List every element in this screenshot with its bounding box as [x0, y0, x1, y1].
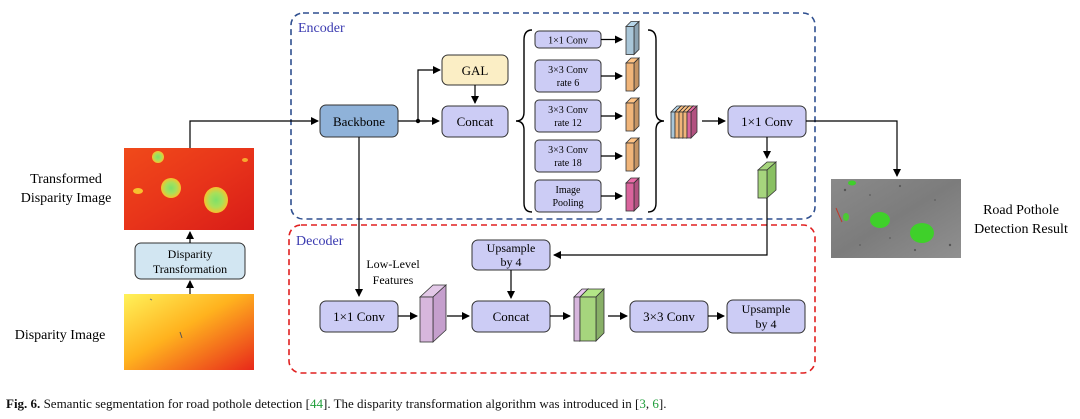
disparity-label: Disparity Image — [15, 328, 106, 343]
output-upsample-box — [726, 299, 806, 334]
encoder-output-feature — [756, 161, 778, 199]
aspp-branch-3: 3×3 Conv rate 12 — [534, 99, 623, 133]
aspp-feature-4 — [625, 137, 640, 172]
decoder-upsample-line1: Upsample — [487, 241, 536, 255]
road-pothole-result-image — [831, 179, 961, 258]
backbone-label: Backbone — [333, 114, 385, 129]
gal-label: GAL — [462, 63, 489, 78]
aspp-label-1: 1×1 Conv — [548, 36, 588, 47]
result-label-line2: Detection Result — [974, 222, 1068, 237]
caption-ref-1[interactable]: 44 — [309, 396, 323, 411]
caption-fig-label: Fig. 6. — [6, 396, 41, 411]
arrow-image-to-backbone — [189, 117, 319, 148]
caption-ref-3[interactable]: 6 — [652, 396, 659, 411]
transformed-label-line1: Transformed — [30, 172, 102, 187]
aspp-label-3-line1: 3×3 Conv — [548, 105, 588, 116]
aspp-label-2-line1: 3×3 Conv — [548, 65, 588, 76]
result-label-line1: Road Pothole — [983, 203, 1059, 218]
aspp-label-4-line1: 3×3 Conv — [548, 145, 588, 156]
aspp-branch-2: 3×3 Conv rate 6 — [534, 59, 623, 93]
aspp-right-brace — [647, 29, 665, 213]
low-level-feature — [418, 284, 448, 343]
output-upsample-line1: Upsample — [742, 302, 791, 316]
transformed-label-line2: Disparity Image — [21, 191, 112, 206]
arrow-conv-to-result — [806, 120, 901, 177]
aspp-output-features — [670, 105, 698, 139]
decoder-upsample-line2: by 4 — [501, 255, 522, 269]
arrow-to-gal — [417, 66, 441, 121]
figure-caption: Fig. 6. Semantic segmentation for road p… — [6, 396, 1076, 412]
encoder-frame — [290, 12, 816, 220]
aspp-label-2-line2: rate 6 — [557, 78, 580, 89]
output-upsample-line2: by 4 — [756, 317, 777, 331]
aspp-label-5-line2: Pooling — [552, 198, 583, 209]
decoder-conv1x1-label: 1×1 Conv — [333, 309, 385, 324]
aspp-feature-5 — [625, 177, 640, 212]
low-level-line2: Features — [373, 273, 414, 287]
stacked-aspp-layer-5 — [686, 105, 698, 139]
aspp-feature-3 — [625, 97, 640, 132]
caption-text-1: Semantic segmentation for road pothole d… — [40, 396, 310, 411]
stacked-decoder-layer-2 — [579, 288, 605, 342]
arrow-feature-to-upsample — [553, 198, 768, 259]
decoder-concat-label: Concat — [493, 309, 530, 324]
decoder-concat-features — [573, 288, 605, 342]
encoder-concat-label: Concat — [457, 114, 494, 129]
caption-text-3: ]. — [658, 396, 667, 411]
aspp-branch-4: 3×3 Conv rate 18 — [534, 139, 623, 173]
caption-sep: , — [645, 396, 653, 411]
transform-label-line1: Disparity — [168, 247, 213, 261]
caption-ref-2[interactable]: 3 — [639, 396, 646, 411]
aspp-label-5-line1: Image — [556, 185, 582, 196]
caption-text-2: ]. The disparity transformation algorith… — [322, 396, 640, 411]
aspp-left-brace — [515, 29, 533, 213]
decoder-conv3x3-label: 3×3 Conv — [643, 309, 695, 324]
low-level-line1: Low-Level — [366, 257, 420, 271]
aspp-label-4-line2: rate 18 — [554, 158, 582, 169]
decoder-frame — [288, 224, 816, 374]
aspp-feature-2 — [625, 57, 640, 92]
disparity-image — [124, 294, 254, 370]
encoder-title: Encoder — [298, 21, 345, 36]
encoder-conv1x1-label: 1×1 Conv — [741, 114, 793, 129]
encoder-concat-box — [441, 105, 509, 138]
aspp-branch-1: 1×1 Conv — [534, 30, 623, 49]
transform-label-line2: Transformation — [153, 262, 227, 276]
decoder-title: Decoder — [296, 234, 344, 249]
aspp-feature-1 — [625, 20, 640, 56]
aspp-label-3-line2: rate 12 — [554, 118, 582, 129]
transformed-disparity-image — [124, 148, 254, 230]
